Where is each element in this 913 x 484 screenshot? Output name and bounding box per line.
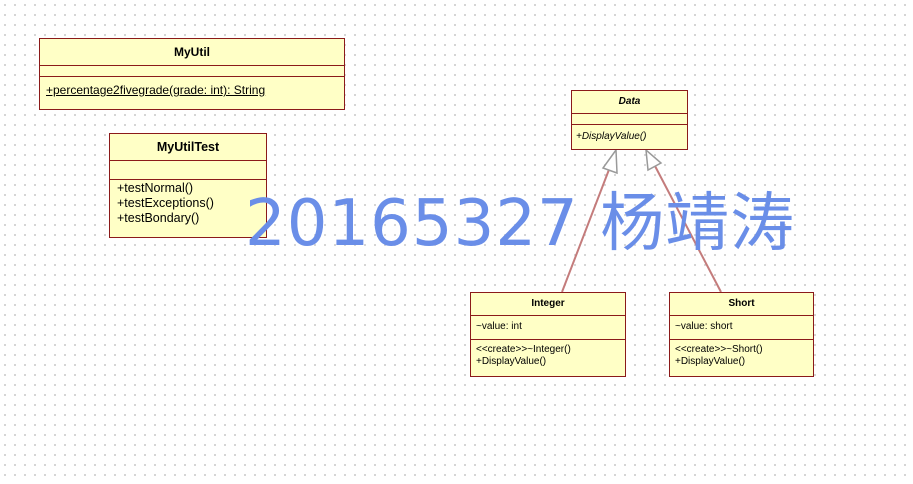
attributes-section-myutil <box>40 66 344 77</box>
attributes-section-integer: ~value: int <box>471 316 625 340</box>
operation-percentage2fivegrade: +percentage2fivegrade(grade: int): Strin… <box>46 83 266 97</box>
class-name-myutiltest: MyUtilTest <box>110 134 266 161</box>
operation-displayvalue-short: +DisplayValue() <box>675 356 746 367</box>
class-short[interactable]: Short ~value: short <<create>>~Short() +… <box>669 292 814 377</box>
integer-to-data-edge <box>561 166 611 293</box>
class-name-short: Short <box>670 293 813 316</box>
operations-section-myutiltest: +testNormal() +testExceptions() +testBon… <box>110 180 266 226</box>
operation-displayvalue-integer: +DisplayValue() <box>476 356 547 367</box>
class-name-integer: Integer <box>471 293 625 316</box>
class-myutil[interactable]: MyUtil +percentage2fivegrade(grade: int)… <box>39 38 345 110</box>
class-name-data: Data <box>572 91 687 114</box>
attributes-section-myutiltest <box>110 161 266 180</box>
watermark-text: 20165327 杨靖涛 <box>245 187 796 261</box>
short-generalization-arrowhead <box>645 148 663 172</box>
attributes-section-short: ~value: short <box>670 316 813 340</box>
operation-short-constructor: <<create>>~Short() <box>675 344 763 355</box>
operation-integer-constructor: <<create>>~Integer() <box>476 344 571 355</box>
attributes-section-data <box>572 114 687 125</box>
operation-testexceptions: +testExceptions() <box>117 196 214 210</box>
operation-displayvalue-data: +DisplayValue() <box>576 131 647 142</box>
short-to-data-edge <box>654 165 722 293</box>
class-name-myutil: MyUtil <box>40 39 344 66</box>
operations-section-short: <<create>>~Short() +DisplayValue() <box>670 340 813 368</box>
operation-testbondary: +testBondary() <box>117 211 200 225</box>
operation-testnormal: +testNormal() <box>117 181 194 195</box>
class-myutiltest[interactable]: MyUtilTest +testNormal() +testExceptions… <box>109 133 267 238</box>
attribute-value-int: ~value: int <box>476 321 522 332</box>
operations-section-data: +DisplayValue() <box>572 125 687 142</box>
integer-generalization-arrowhead <box>601 147 618 175</box>
operations-section-myutil: +percentage2fivegrade(grade: int): Strin… <box>40 77 344 97</box>
class-data[interactable]: Data +DisplayValue() <box>571 90 688 150</box>
attribute-value-short: ~value: short <box>675 321 733 332</box>
class-integer[interactable]: Integer ~value: int <<create>>~Integer()… <box>470 292 626 377</box>
operations-section-integer: <<create>>~Integer() +DisplayValue() <box>471 340 625 368</box>
